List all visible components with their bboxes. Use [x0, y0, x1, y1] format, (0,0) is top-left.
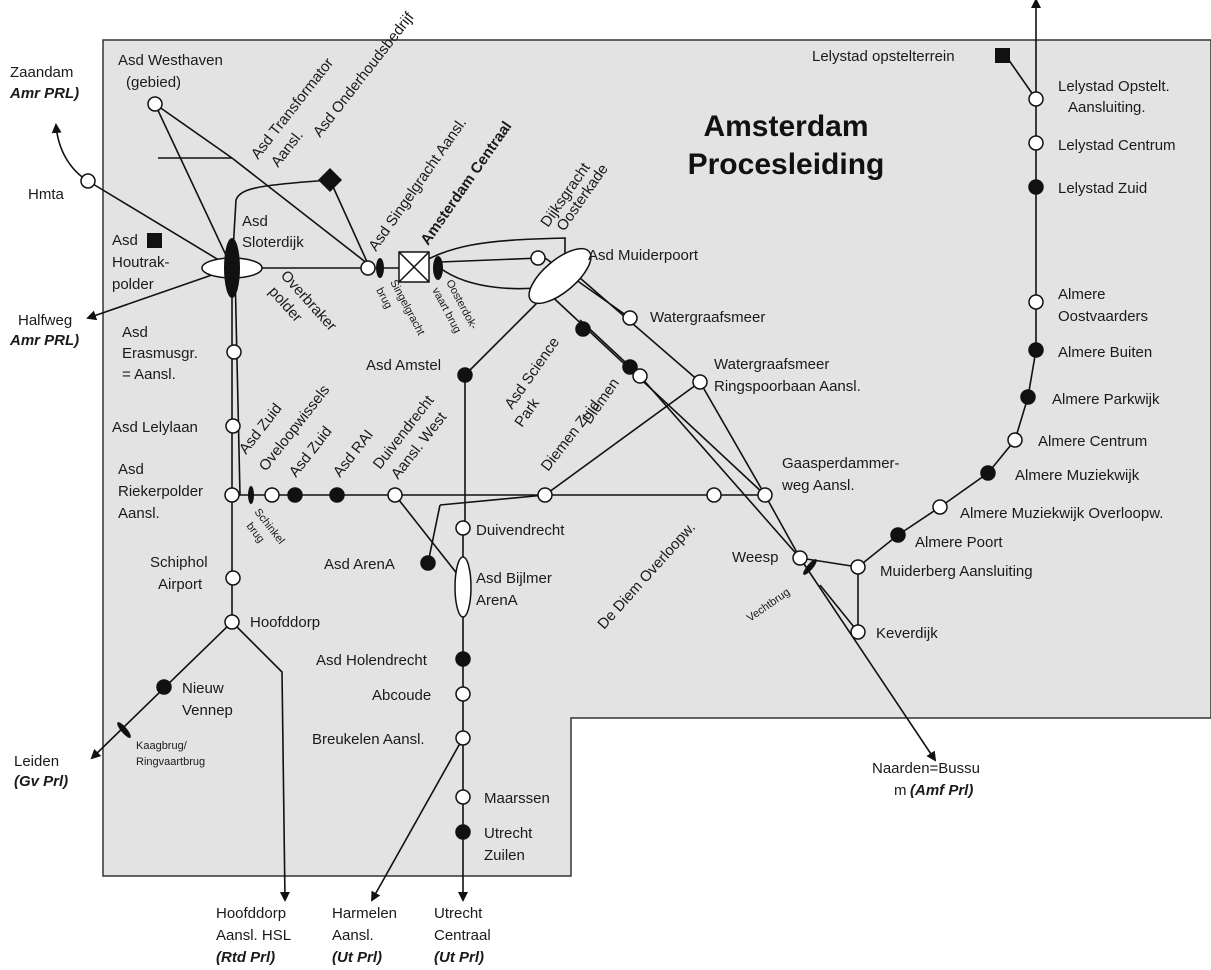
label-utrecht-zuilen-2: Zuilen: [484, 847, 525, 864]
label-naarden-prl: (Amf Prl): [910, 782, 973, 799]
label-watergraafsmeer: Watergraafsmeer: [650, 309, 765, 326]
label-lelystad-centrum: Lelystad Centrum: [1058, 137, 1176, 154]
label-nieuw-vennep-1: Nieuw: [182, 680, 224, 697]
label-halfweg-prl: Amr PRL): [9, 332, 79, 349]
label-asd-amstel: Asd Amstel: [366, 357, 441, 374]
label-keverdijk: Keverdijk: [876, 625, 938, 642]
label-utrecht-c-2: Centraal: [434, 927, 491, 944]
label-almere-muziekwijk: Almere Muziekwijk: [1015, 467, 1140, 484]
label-asd-riekerpolder-2: Riekerpolder: [118, 483, 203, 500]
label-asd-arena: Asd ArenA: [324, 556, 395, 573]
label-naarden-2: m: [894, 782, 907, 799]
label-harmelen-prl: (Ut Prl): [332, 949, 382, 966]
label-asd-sloterdijk-2: Sloterdijk: [242, 234, 304, 251]
label-almere-parkwijk: Almere Parkwijk: [1052, 391, 1160, 408]
label-asd-bijlmer-2: ArenA: [476, 592, 518, 609]
label-hoofddorp-hsl-1: Hoofddorp: [216, 905, 286, 922]
label-almere-muziek-overloop: Almere Muziekwijk Overloopw.: [960, 505, 1163, 522]
label-lelystad-aansl-2: Aansluiting.: [1068, 99, 1146, 116]
label-utrecht-c-1: Utrecht: [434, 905, 483, 922]
label-asd-erasmus-2: Erasmusgr.: [122, 345, 198, 362]
label-muiderberg: Muiderberg Aansluiting: [880, 563, 1033, 580]
label-asd-houtrak-2: Houtrak-: [112, 254, 170, 271]
label-watergraafsmeer-rsb-2: Ringspoorbaan Aansl.: [714, 378, 861, 395]
stations: [80, 91, 1044, 840]
label-gaasperdammerweg-1: Gaasperdammer-: [782, 455, 900, 472]
label-leiden-prl: (Gv Prl): [14, 773, 68, 790]
label-asd-lelylaan: Asd Lelylaan: [112, 419, 198, 436]
label-asd-muiderpoort: Asd Muiderpoort: [588, 247, 699, 264]
label-hoofddorp-hsl-2: Aansl. HSL: [216, 927, 291, 944]
label-asd-westhaven-1: Asd Westhaven: [118, 52, 223, 69]
label-leiden: Leiden: [14, 753, 59, 770]
label-hmta: Hmta: [28, 186, 64, 203]
label-gaasperdammerweg-2: weg Aansl.: [781, 477, 855, 494]
label-harmelen-2: Aansl.: [332, 927, 374, 944]
label-asd-holendrecht: Asd Holendrecht: [316, 652, 428, 669]
label-zaandam: Zaandam: [10, 64, 73, 81]
label-breukelen: Breukelen Aansl.: [312, 731, 425, 748]
label-halfweg: Halfweg: [18, 312, 72, 329]
label-asd-westhaven-2: (gebied): [126, 74, 181, 91]
label-lelystad-opstel: Lelystad opstelterrein: [812, 48, 955, 65]
label-kaagbrug-2: Ringvaartbrug: [136, 756, 205, 768]
label-lelystad-aansl-1: Lelystad Opstelt.: [1058, 78, 1170, 95]
label-asd-sloterdijk-1: Asd: [242, 213, 268, 230]
label-asd-erasmus-1: Asd: [122, 324, 148, 341]
label-utrecht-zuilen-1: Utrecht: [484, 825, 533, 842]
control-area: [102, 39, 1211, 877]
label-naarden-1: Naarden=Bussu: [872, 760, 980, 777]
label-utrecht-c-prl: (Ut Prl): [434, 949, 484, 966]
label-almere-centrum: Almere Centrum: [1038, 433, 1147, 450]
label-kaagbrug-1: Kaagbrug/: [136, 740, 188, 752]
label-almere-buiten: Almere Buiten: [1058, 344, 1152, 361]
label-asd-riekerpolder-1: Asd: [118, 461, 144, 478]
label-asd-riekerpolder-3: Aansl.: [118, 505, 160, 522]
label-almere-poort: Almere Poort: [915, 534, 1003, 551]
special-symbols: [117, 48, 1010, 738]
label-hoofddorp: Hoofddorp: [250, 614, 320, 631]
label-almere-oost-1: Almere: [1058, 286, 1106, 303]
label-asd-houtrak-3: polder: [112, 276, 154, 293]
label-schiphol-2: Airport: [158, 576, 203, 593]
label-hoofddorp-hsl-prl: (Rtd Prl): [216, 949, 275, 966]
label-nieuw-vennep-2: Vennep: [182, 702, 233, 719]
map-title-line2: Procesleiding: [688, 148, 885, 181]
map-title-line1: Amsterdam: [703, 110, 868, 143]
label-asd-erasmus-3: = Aansl.: [122, 366, 176, 383]
label-maarssen: Maarssen: [484, 790, 550, 807]
label-watergraafsmeer-rsb-1: Watergraafsmeer: [714, 356, 829, 373]
label-schiphol-1: Schiphol: [150, 554, 208, 571]
label-weesp: Weesp: [732, 549, 778, 566]
label-asd-houtrak-1: Asd: [112, 232, 138, 249]
label-lelystad-zuid: Lelystad Zuid: [1058, 180, 1147, 197]
label-harmelen-1: Harmelen: [332, 905, 397, 922]
label-zaandam-prl: Amr PRL): [9, 85, 79, 102]
label-abcoude: Abcoude: [372, 687, 431, 704]
label-duivendrecht: Duivendrecht: [476, 522, 565, 539]
label-almere-oost-2: Oostvaarders: [1058, 308, 1148, 325]
label-asd-bijlmer-1: Asd Bijlmer: [476, 570, 552, 587]
